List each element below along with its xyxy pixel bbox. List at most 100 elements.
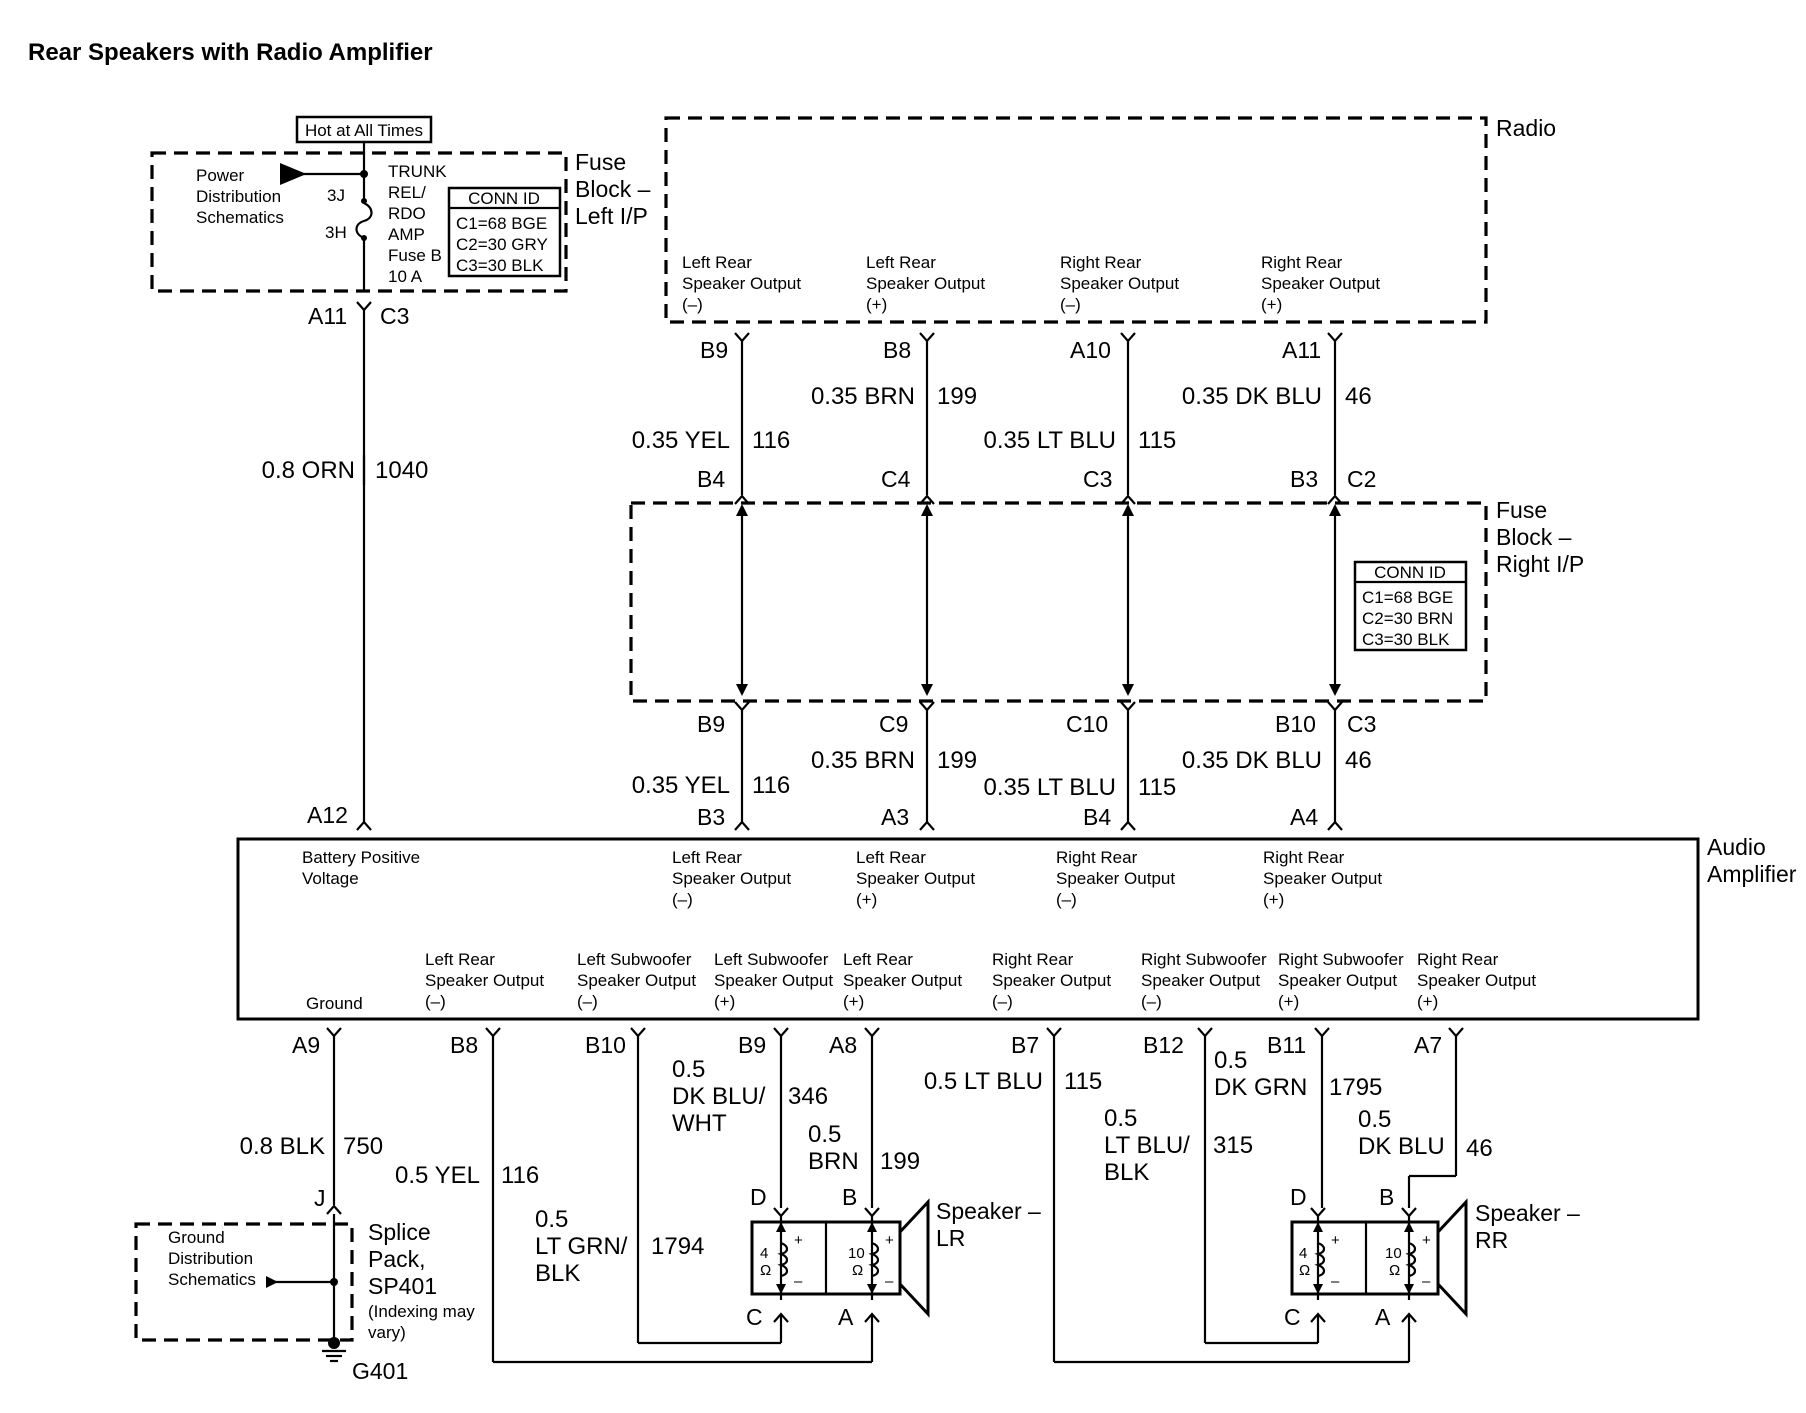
radio-out-rr-pos-1: Right Rear bbox=[1261, 253, 1343, 272]
spk-rr-ohm-10-val: 10 bbox=[1385, 1245, 1402, 1262]
spk-lr-ohm-10-unit: Ω bbox=[852, 1262, 863, 1279]
pin-c3-left: C3 bbox=[380, 303, 409, 329]
fuse-symbol bbox=[355, 202, 373, 240]
lsub-neg-wire-3: BLK bbox=[535, 1260, 580, 1287]
ground-dist-arrow bbox=[266, 1276, 278, 1288]
radio-out-lr-pos-1: Left Rear bbox=[866, 253, 936, 272]
fuse-name-5: Fuse B bbox=[388, 246, 442, 265]
amp-top-out-2a: Left Rear bbox=[856, 848, 926, 867]
conn-id-left-title: CONN ID bbox=[468, 189, 540, 208]
lr-pos-wire-2: BRN bbox=[808, 1148, 859, 1175]
amp-batt-label-2: Voltage bbox=[302, 869, 359, 888]
amp-top-out-3a: Right Rear bbox=[1056, 848, 1138, 867]
ground-wire-color: 0.8 BLK bbox=[240, 1133, 325, 1160]
rsub-neg-wire-2: LT BLU/ bbox=[1104, 1132, 1190, 1159]
fbr-top-pin-b3: B3 bbox=[1290, 466, 1318, 492]
radio-pin-b8: B8 bbox=[883, 337, 911, 363]
upper-wire-4-color: 0.35 DK BLU bbox=[1182, 383, 1322, 410]
spk-lr-ohm-4-val: 4 bbox=[760, 1245, 768, 1262]
conn-id-left-box bbox=[447, 186, 562, 278]
splice-pin-j: J bbox=[314, 1185, 326, 1211]
fbr-top-pin-b4: B4 bbox=[697, 466, 725, 492]
amp-pin-b11: B11 bbox=[1267, 1032, 1306, 1058]
amp-bot-out-7a: Right Subwoofer bbox=[1278, 950, 1404, 969]
rr-pos-wire-2: DK BLU bbox=[1358, 1133, 1445, 1160]
spk-rr-name-2: RR bbox=[1475, 1227, 1508, 1253]
amp-top-out-2c: (+) bbox=[856, 890, 877, 909]
fuse-block-right: B4 C4 C3 B3 C2 Fuse Block – Right I/P CO… bbox=[629, 466, 1584, 737]
amp-pin-a7: A7 bbox=[1414, 1032, 1442, 1058]
conn-id-right-3: C3=30 BLK bbox=[1362, 630, 1450, 649]
middle-wire-3-color: 0.35 LT BLU bbox=[983, 774, 1116, 801]
amp-bot-out-2c: (–) bbox=[577, 992, 598, 1011]
fuse-block-left: Hot at All Times Fuse Block – Left I/P P… bbox=[150, 115, 651, 293]
amp-bot-out-6c: (–) bbox=[1141, 992, 1162, 1011]
svg-text:+: + bbox=[1422, 1232, 1431, 1249]
pin-a11-left: A11 bbox=[308, 303, 347, 329]
amp-top-out-1a: Left Rear bbox=[672, 848, 742, 867]
spk-lr-cone-icon bbox=[898, 1198, 930, 1318]
amp-bot-out-4c: (+) bbox=[843, 992, 864, 1011]
upper-wire-2-circuit: 199 bbox=[937, 383, 977, 410]
ground-dist-ref-1: Ground bbox=[168, 1228, 225, 1247]
conn-id-left-3: C3=30 BLK bbox=[456, 256, 544, 275]
svg-text:–: – bbox=[1331, 1273, 1340, 1290]
splice-note-1: (Indexing may bbox=[368, 1302, 475, 1321]
spk-lr-pin-a: A bbox=[838, 1304, 854, 1330]
spk-rr-pin-d: D bbox=[1290, 1184, 1307, 1210]
pin-3h: 3H bbox=[325, 223, 347, 242]
amplifier-outline bbox=[236, 837, 1700, 1021]
amp-ground-label: Ground bbox=[306, 994, 363, 1013]
speaker-rr: D B + – + – 4 Ω 10 Ω C A Speaker – RR bbox=[1284, 1184, 1580, 1330]
lsub-pos-wire-circuit: 346 bbox=[788, 1083, 828, 1110]
middle-wire-labels: 0.35 YEL 116 0.35 BRN 199 0.35 LT BLU 11… bbox=[632, 747, 1372, 801]
rsub-neg-wire-circuit: 315 bbox=[1213, 1132, 1253, 1159]
fbr-bot-pin-b10: B10 bbox=[1275, 711, 1316, 737]
radio-pin-b9: B9 bbox=[700, 337, 728, 363]
amp-bot-out-5a: Right Rear bbox=[992, 950, 1074, 969]
spk-lr-ohm-4-unit: Ω bbox=[760, 1262, 771, 1279]
svg-text:+: + bbox=[794, 1232, 803, 1249]
fuse-name-2: REL/ bbox=[388, 183, 426, 202]
amplifier-name-1: Audio bbox=[1707, 834, 1766, 860]
amp-top-out-1c: (–) bbox=[672, 890, 693, 909]
radio-out-lr-neg-1: Left Rear bbox=[682, 253, 752, 272]
splice-note-2: vary) bbox=[368, 1323, 406, 1342]
amp-bot-out-2a: Left Subwoofer bbox=[577, 950, 692, 969]
amp-bot-out-6a: Right Subwoofer bbox=[1141, 950, 1267, 969]
amplifier-name-2: Amplifier bbox=[1707, 861, 1797, 887]
upper-wire-1-color: 0.35 YEL bbox=[632, 427, 730, 454]
amp-bot-out-3c: (+) bbox=[714, 992, 735, 1011]
power-wire-color: 0.8 ORN bbox=[262, 457, 355, 484]
upper-wire-3-circuit: 115 bbox=[1138, 427, 1176, 454]
spk-lr-name-2: LR bbox=[936, 1225, 965, 1251]
splice-pack-outline bbox=[134, 1222, 354, 1342]
splice-pack: Ground Distribution Schematics Splice Pa… bbox=[134, 1214, 475, 1384]
amp-pin-b3: B3 bbox=[697, 804, 725, 830]
amp-bot-out-8a: Right Rear bbox=[1417, 950, 1499, 969]
rsub-neg-wire-1: 0.5 bbox=[1104, 1105, 1137, 1132]
spk-rr-name-1: Speaker – bbox=[1475, 1200, 1580, 1226]
middle-wire-2-color: 0.35 BRN bbox=[811, 747, 915, 774]
radio-pin-a11: A11 bbox=[1282, 337, 1321, 363]
amp-bot-out-1b: Speaker Output bbox=[425, 971, 544, 990]
amp-top-out-2b: Speaker Output bbox=[856, 869, 975, 888]
radio-out-lr-pos-2: Speaker Output bbox=[866, 274, 985, 293]
power-dist-ref-2: Distribution bbox=[196, 187, 281, 206]
conn-id-right-box bbox=[1353, 560, 1468, 652]
rr-neg-wire-circuit: 115 bbox=[1064, 1068, 1102, 1095]
radio-outline bbox=[664, 116, 1488, 324]
pin-3j: 3J bbox=[327, 186, 345, 205]
lower-wiring: 0.8 BLK 750 J 0.5 YEL 116 0.5 LT GRN/ BL… bbox=[240, 1027, 1493, 1364]
splice-name-1: Splice bbox=[368, 1219, 431, 1245]
spk-lr-coil-4-icon bbox=[777, 1241, 789, 1278]
power-wire: A11 C3 0.8 ORN 1040 A12 bbox=[262, 301, 428, 831]
ground-dist-ref-2: Distribution bbox=[168, 1249, 253, 1268]
fuse-block-left-outline bbox=[150, 151, 568, 293]
conn-id-right-2: C2=30 BRN bbox=[1362, 609, 1453, 628]
lr-neg-wire-circuit: 116 bbox=[501, 1162, 539, 1189]
spk-rr-ohm-10-unit: Ω bbox=[1389, 1262, 1400, 1279]
rsub-neg-wire-3: BLK bbox=[1104, 1159, 1149, 1186]
lsub-pos-wire-1: 0.5 bbox=[672, 1056, 705, 1083]
